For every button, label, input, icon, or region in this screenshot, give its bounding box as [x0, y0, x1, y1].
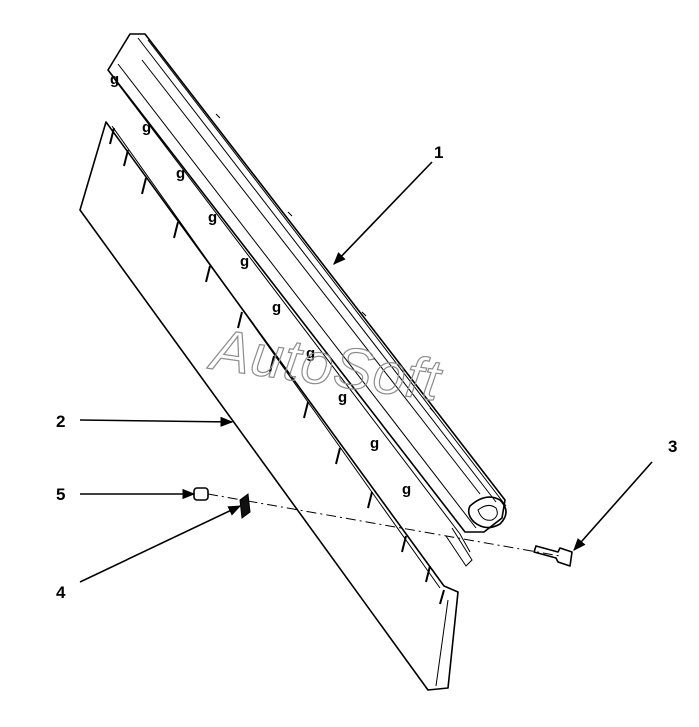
- bushing-part-5: [193, 487, 209, 501]
- svg-text:g: g: [306, 345, 315, 362]
- svg-text:g: g: [240, 253, 249, 270]
- blade-panel-part-2: [79, 121, 459, 691]
- clip-row: g g g g g g g g g g: [110, 71, 411, 498]
- callout-1: 1: [434, 143, 443, 162]
- callout-5: 5: [56, 485, 65, 504]
- svg-text:g: g: [110, 71, 119, 88]
- svg-text:g: g: [142, 119, 151, 136]
- svg-text:g: g: [402, 481, 411, 498]
- callout-4: 4: [56, 583, 66, 602]
- svg-text:g: g: [338, 389, 347, 406]
- rail-extrusion-part-1: [107, 33, 507, 567]
- svg-text:g: g: [208, 209, 217, 226]
- leader-lines: [79, 161, 653, 583]
- pin-part-3: [533, 545, 573, 567]
- svg-text:g: g: [176, 165, 185, 182]
- clip-part-4: [239, 493, 251, 519]
- callout-2: 2: [56, 412, 65, 431]
- svg-text:g: g: [370, 435, 379, 452]
- watermark-text: AutoSoft: [205, 317, 447, 414]
- callout-3: 3: [668, 437, 677, 456]
- svg-text:g: g: [272, 299, 281, 316]
- fastener-tabs: [109, 127, 445, 605]
